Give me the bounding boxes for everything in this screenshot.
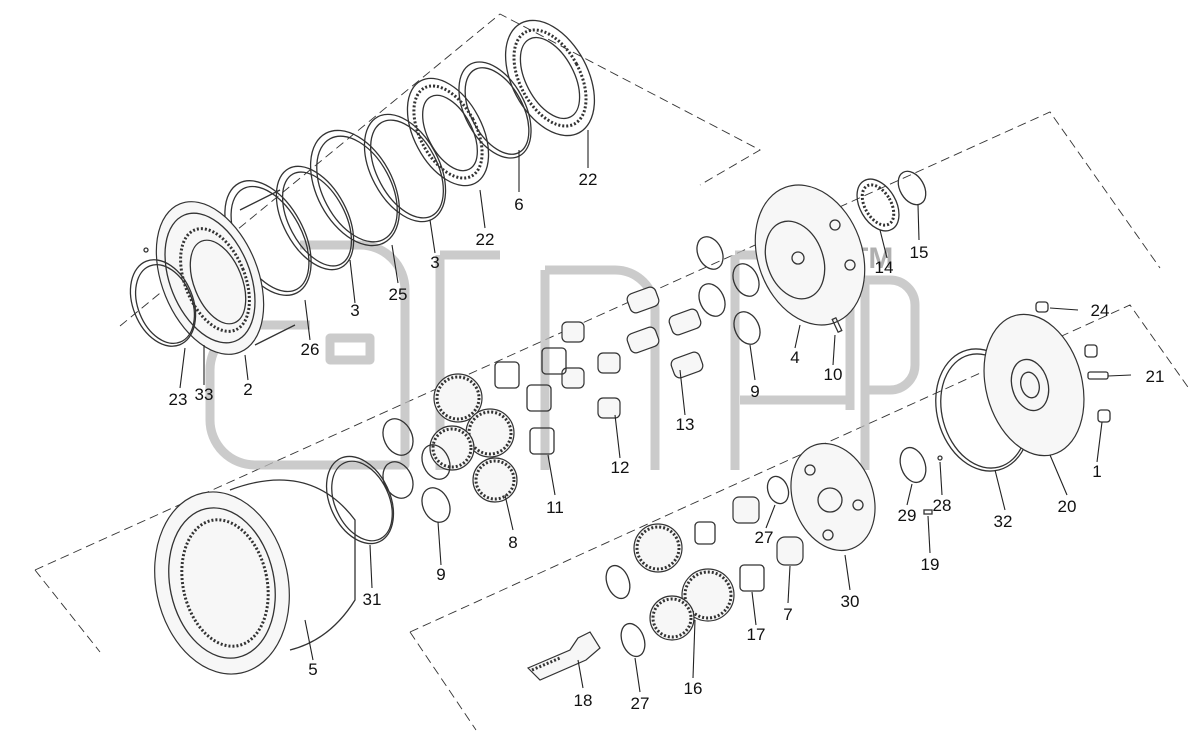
part-27-washer-b bbox=[620, 622, 646, 658]
label-part-32: 32 bbox=[994, 512, 1013, 531]
part-7-sun-gear bbox=[776, 536, 804, 566]
part-28-ball bbox=[937, 455, 943, 461]
part-12-bushings bbox=[561, 321, 621, 419]
part-10-pin bbox=[831, 316, 843, 334]
label-part-3-b: 3 bbox=[350, 301, 359, 320]
label-part-16: 16 bbox=[684, 679, 703, 698]
part-27-washer-a bbox=[605, 564, 631, 600]
label-part-30: 30 bbox=[841, 592, 860, 611]
part-5-ring-gear-housing bbox=[154, 479, 356, 675]
part-31-snap-ring bbox=[325, 455, 395, 545]
label-part-10: 10 bbox=[824, 365, 843, 384]
part-27-washer-upper bbox=[766, 475, 790, 505]
label-part-26: 26 bbox=[301, 340, 320, 359]
part-11-needle-bearings bbox=[494, 347, 567, 455]
label-part-19: 19 bbox=[921, 555, 940, 574]
label-part-13: 13 bbox=[676, 415, 695, 434]
label-part-25: 25 bbox=[389, 285, 408, 304]
label-part-1: 1 bbox=[1092, 462, 1101, 481]
label-part-28: 28 bbox=[933, 496, 952, 515]
part-8-planet-gears bbox=[429, 373, 518, 503]
label-part-18: 18 bbox=[574, 691, 593, 710]
part-18-shaft bbox=[526, 631, 601, 681]
part-4-carrier bbox=[754, 184, 866, 326]
label-part-4: 4 bbox=[790, 348, 799, 367]
part-9-washers-upper bbox=[696, 236, 761, 345]
label-part-22-b: 22 bbox=[476, 230, 495, 249]
part-30-carrier bbox=[790, 442, 876, 552]
part-6-ring bbox=[458, 61, 532, 159]
part-labels: 1 2 3 3 4 5 6 7 8 9 9 10 11 12 13 14 15 … bbox=[169, 170, 1165, 713]
part-25-ring bbox=[275, 165, 355, 271]
part-29-circlip bbox=[899, 446, 927, 484]
label-part-17: 17 bbox=[747, 625, 766, 644]
label-part-2: 2 bbox=[243, 380, 252, 399]
part-17-bearing bbox=[732, 496, 765, 592]
part-3-seal-ring-b bbox=[309, 129, 401, 247]
label-part-22-a: 22 bbox=[579, 170, 598, 189]
label-part-31: 31 bbox=[363, 590, 382, 609]
label-part-27-b: 27 bbox=[631, 694, 650, 713]
label-part-24: 24 bbox=[1091, 301, 1110, 320]
part-33-pin bbox=[143, 247, 149, 253]
label-part-8: 8 bbox=[508, 533, 517, 552]
label-part-12: 12 bbox=[611, 458, 630, 477]
label-part-6: 6 bbox=[514, 195, 523, 214]
part-21-bolt bbox=[1087, 371, 1109, 380]
label-part-21: 21 bbox=[1146, 367, 1165, 386]
label-part-27-a: 27 bbox=[755, 528, 774, 547]
label-part-15: 15 bbox=[910, 243, 929, 262]
part-1-plug bbox=[1084, 344, 1111, 423]
part-22-bearing-large bbox=[504, 19, 596, 137]
label-part-23: 23 bbox=[169, 390, 188, 409]
label-part-11: 11 bbox=[546, 498, 564, 517]
part-24-plug bbox=[1035, 301, 1049, 313]
label-part-9-b: 9 bbox=[750, 382, 759, 401]
section-boundaries bbox=[34, 13, 1191, 731]
part-19-pin bbox=[923, 509, 933, 515]
part-16-planet-gears bbox=[633, 521, 735, 641]
part-23-o-ring bbox=[129, 259, 197, 347]
label-part-3-a: 3 bbox=[430, 253, 439, 272]
label-part-33: 33 bbox=[195, 385, 214, 404]
leader-lines bbox=[179, 130, 1132, 693]
part-20-cover bbox=[983, 313, 1085, 457]
label-part-5: 5 bbox=[308, 660, 317, 679]
label-part-7: 7 bbox=[783, 605, 792, 624]
label-part-9-a: 9 bbox=[436, 565, 445, 584]
part-3-seal-ring-a bbox=[363, 113, 447, 223]
part-15-circlip bbox=[897, 170, 927, 206]
part-22-bearing-small bbox=[406, 77, 490, 187]
label-part-14: 14 bbox=[875, 258, 894, 277]
part-2-hub bbox=[155, 189, 296, 355]
label-part-29: 29 bbox=[898, 506, 917, 525]
part-13-pins bbox=[626, 286, 704, 379]
label-part-20: 20 bbox=[1058, 497, 1077, 516]
